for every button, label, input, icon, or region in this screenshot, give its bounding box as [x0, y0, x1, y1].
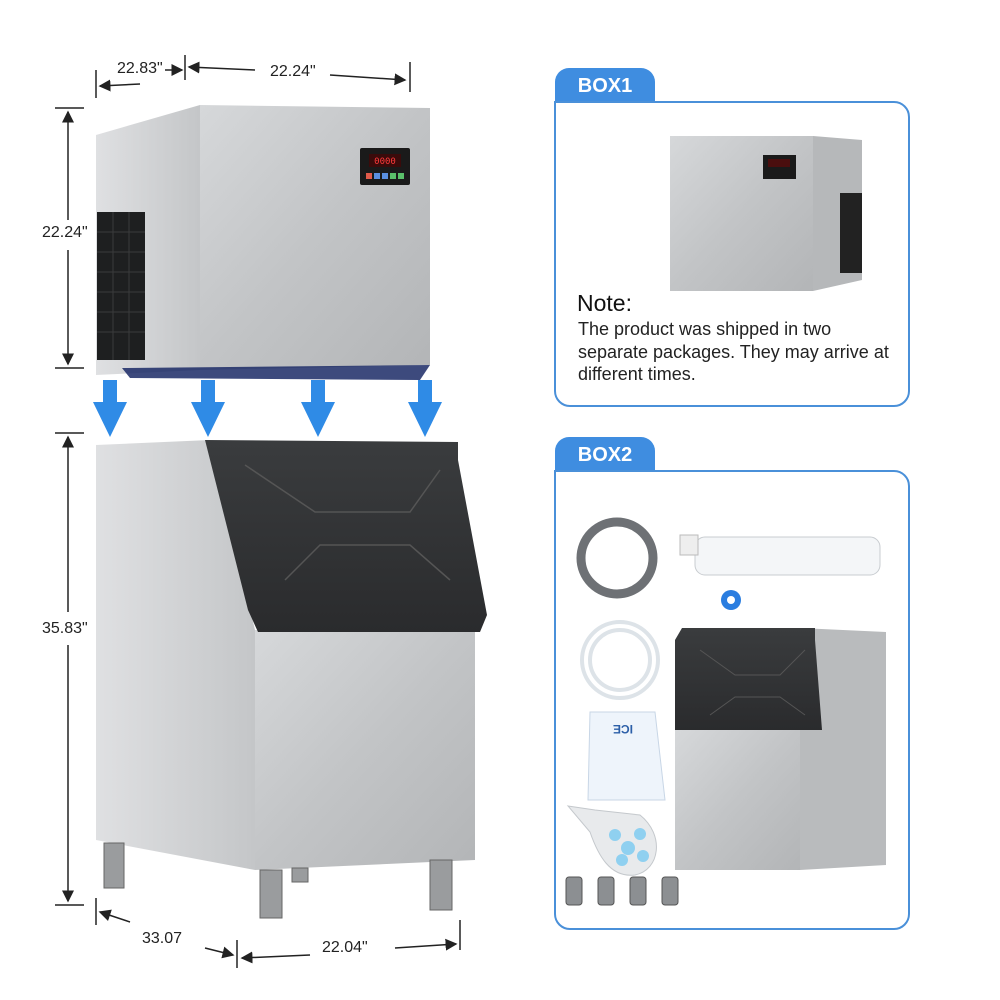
box2-panel	[554, 470, 910, 930]
water-filter	[694, 536, 881, 576]
down-arrow-icon	[408, 380, 442, 437]
bin-lid	[205, 440, 487, 632]
assembly-arrows	[93, 380, 442, 437]
box2-accessories	[565, 517, 886, 906]
svg-text:0000: 0000	[374, 157, 396, 167]
leveling-feet	[565, 876, 679, 906]
ice-bag	[587, 711, 666, 801]
drain-hose	[576, 517, 658, 599]
down-arrow-icon	[301, 380, 335, 437]
top-depth-label: 22.83"	[115, 60, 165, 78]
note-title: Note:	[577, 290, 632, 316]
box1-tab: BOX1	[555, 68, 655, 102]
note-text: The product was shipped in two separate …	[578, 319, 889, 384]
ice-bag-label: ICE	[613, 722, 634, 736]
control-panel: 0000	[360, 148, 410, 185]
ice-maker-head-unit: 0000	[96, 105, 430, 380]
box1-panel	[554, 101, 910, 407]
bin-depth-label: 33.07	[140, 930, 185, 948]
ice-storage-bin	[96, 440, 487, 919]
top-height-label: 22.24"	[40, 224, 90, 242]
bin-legs	[103, 842, 453, 919]
top-width-label: 22.24"	[268, 63, 318, 81]
vent-grille	[97, 212, 145, 360]
dimension-lines	[55, 55, 461, 968]
down-arrow-icon	[191, 380, 225, 437]
inlet-tube	[580, 620, 660, 700]
bin-width-label: 22.04"	[320, 939, 370, 957]
box2-bin-image	[675, 628, 886, 870]
ice-scoop	[566, 805, 657, 876]
bin-height-label: 35.83"	[40, 620, 90, 638]
box1-head-unit-image	[670, 136, 862, 291]
down-arrow-icon	[93, 380, 127, 437]
box2-tab: BOX2	[555, 437, 655, 471]
